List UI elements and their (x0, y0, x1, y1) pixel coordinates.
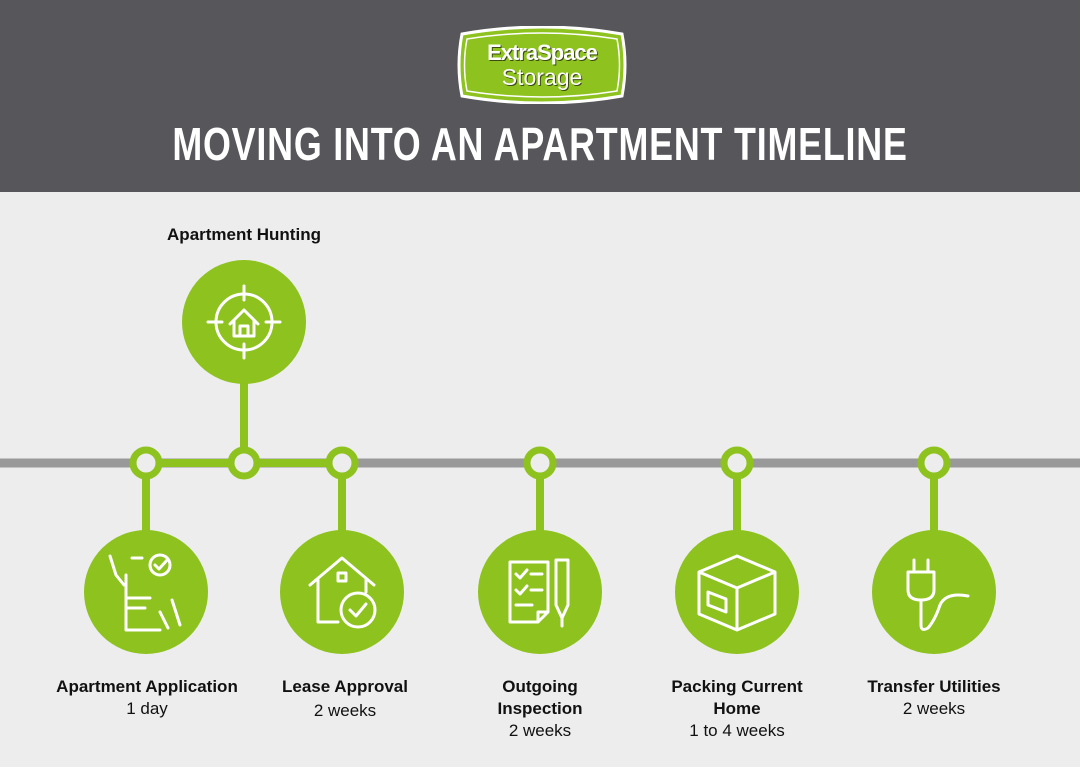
timeline-node (917, 446, 951, 480)
house-check-icon (308, 556, 377, 629)
checklist-pen-icon (508, 558, 570, 628)
plug-icon (906, 558, 970, 631)
step-label: Transfer Utilities (867, 677, 1001, 696)
step-label: Apartment Hunting (167, 225, 321, 244)
step-circle-inspection (478, 530, 602, 654)
step-packing: Packing Current Home 1 to 4 weeks (662, 676, 812, 742)
extra-space-storage-logo: ExtraSpace Storage (456, 25, 628, 105)
step-label: Packing Current Home (671, 677, 803, 718)
timeline-node (720, 446, 754, 480)
step-label: Outgoing Inspection (497, 677, 583, 718)
step-duration: 2 weeks (902, 699, 966, 718)
timeline-node (227, 446, 261, 480)
step-lease: Lease Approval 2 weeks (235, 676, 455, 722)
step-utilities: Transfer Utilities 2 weeks (824, 676, 1044, 720)
logo-line2: Storage (501, 64, 583, 90)
step-circle-application (84, 530, 208, 654)
step-inspection: Outgoing Inspection 2 weeks (470, 676, 610, 742)
box-icon (697, 554, 777, 632)
step-duration: 2 weeks (508, 721, 572, 740)
header-banner: ExtraSpace Storage MOVING INTO AN APARTM… (0, 0, 1080, 192)
house-target-icon (206, 284, 282, 360)
step-circle-lease (280, 530, 404, 654)
step-hunting: Apartment Hunting (134, 224, 354, 246)
step-label: Apartment Application (56, 677, 238, 696)
timeline-nodes (129, 446, 951, 480)
step-duration: 1 to 4 weeks (689, 721, 785, 740)
timeline-node (523, 446, 557, 480)
step-duration: 1 day (126, 699, 168, 718)
step-circle-hunting (182, 260, 306, 384)
timeline-node (325, 446, 359, 480)
timeline-node (129, 446, 163, 480)
application-form-icon (108, 553, 182, 632)
step-application: Apartment Application 1 day (37, 676, 257, 720)
logo-line1: ExtraSpace (487, 40, 598, 65)
step-label: Lease Approval (282, 677, 408, 696)
page-title: MOVING INTO AN APARTMENT TIMELINE (172, 118, 908, 170)
step-duration: 2 weeks (313, 701, 377, 720)
